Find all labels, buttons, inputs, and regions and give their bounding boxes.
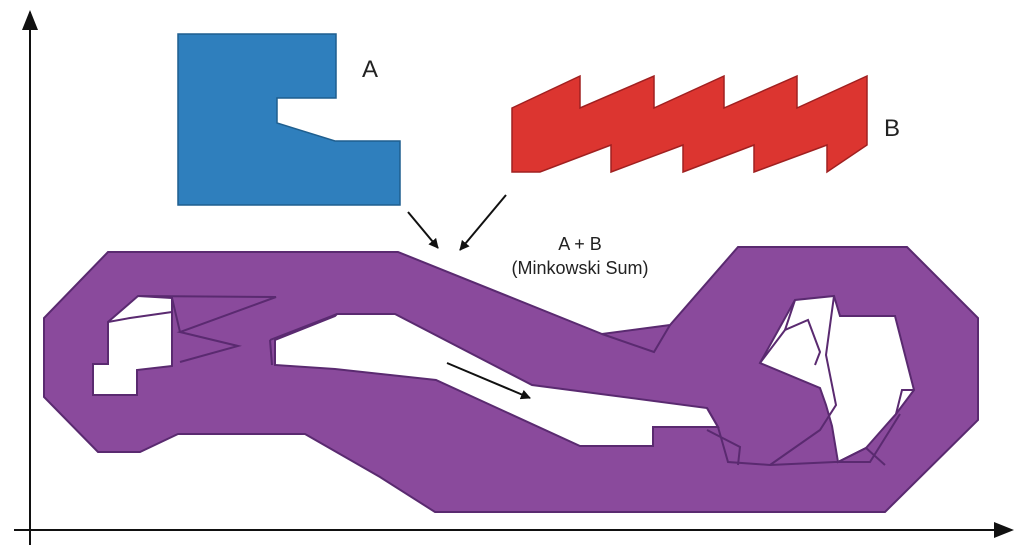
arrow-from-b	[459, 194, 507, 251]
y-axis-arrow-icon	[22, 10, 38, 30]
sum-internal-edges	[107, 295, 914, 467]
sum-label-line1: A + B	[558, 234, 602, 254]
shape-a-label: A	[362, 56, 379, 83]
direction-arrow	[446, 362, 531, 400]
arrow-from-a	[407, 211, 439, 249]
shape-b-label: B	[884, 115, 901, 142]
shape-a	[177, 33, 401, 206]
shape-b	[511, 74, 868, 174]
x-axis-arrow-icon	[994, 522, 1014, 538]
minkowski-sum-label: A + B (Minkowski Sum)	[480, 232, 680, 280]
sum-label-line2: (Minkowski Sum)	[511, 258, 649, 278]
minkowski-sum-shape	[43, 246, 979, 513]
